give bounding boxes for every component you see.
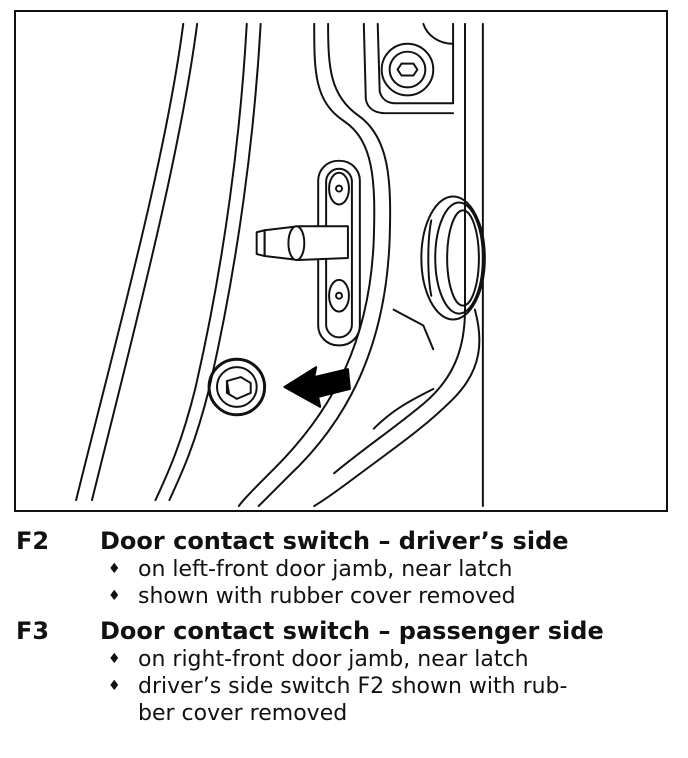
component-legend: F2 Door contact switch – driver’s side ♦… [14, 526, 674, 733]
door-frame-lines [75, 22, 262, 502]
diamond-bullet-icon: ♦ [108, 678, 121, 694]
bullet-text-line-2: ber cover removed [138, 701, 348, 726]
component-code: F2 [16, 527, 50, 555]
door-jamb-drawing [75, 22, 486, 508]
diamond-bullet-icon: ♦ [108, 588, 121, 604]
component-title: Door contact switch – passenger side [100, 617, 604, 645]
door-jamb-illustration [14, 10, 668, 512]
bullet-text-line-1: driver’s side switch F2 shown with rub- [138, 674, 568, 699]
bullet-item: ♦ shown with rubber cover removed [100, 583, 674, 610]
door-contact-switch-f2 [207, 357, 267, 417]
diamond-bullet-icon: ♦ [108, 561, 121, 577]
bullet-item: ♦ on left-front door jamb, near latch [100, 556, 674, 583]
latch-striker [420, 195, 486, 321]
bullet-item: ♦ on right-front door jamb, near latch [100, 646, 674, 673]
legend-entry-f3: F3 Door contact switch – passenger side … [14, 616, 674, 727]
legend-entry-f2: F2 Door contact switch – driver’s side ♦… [14, 526, 674, 610]
component-title: Door contact switch – driver’s side [100, 527, 569, 555]
pointer-arrow-icon [283, 366, 351, 408]
bullet-item: ♦ driver’s side switch F2 shown with rub… [100, 673, 674, 727]
bullet-text: on left-front door jamb, near latch [138, 557, 513, 582]
top-bolt [380, 22, 455, 97]
component-code: F3 [16, 617, 50, 645]
diamond-bullet-icon: ♦ [108, 651, 121, 667]
bullet-text: on right-front door jamb, near latch [138, 647, 529, 672]
door-check-rod [255, 225, 349, 261]
bullet-text: shown with rubber cover removed [138, 584, 516, 609]
